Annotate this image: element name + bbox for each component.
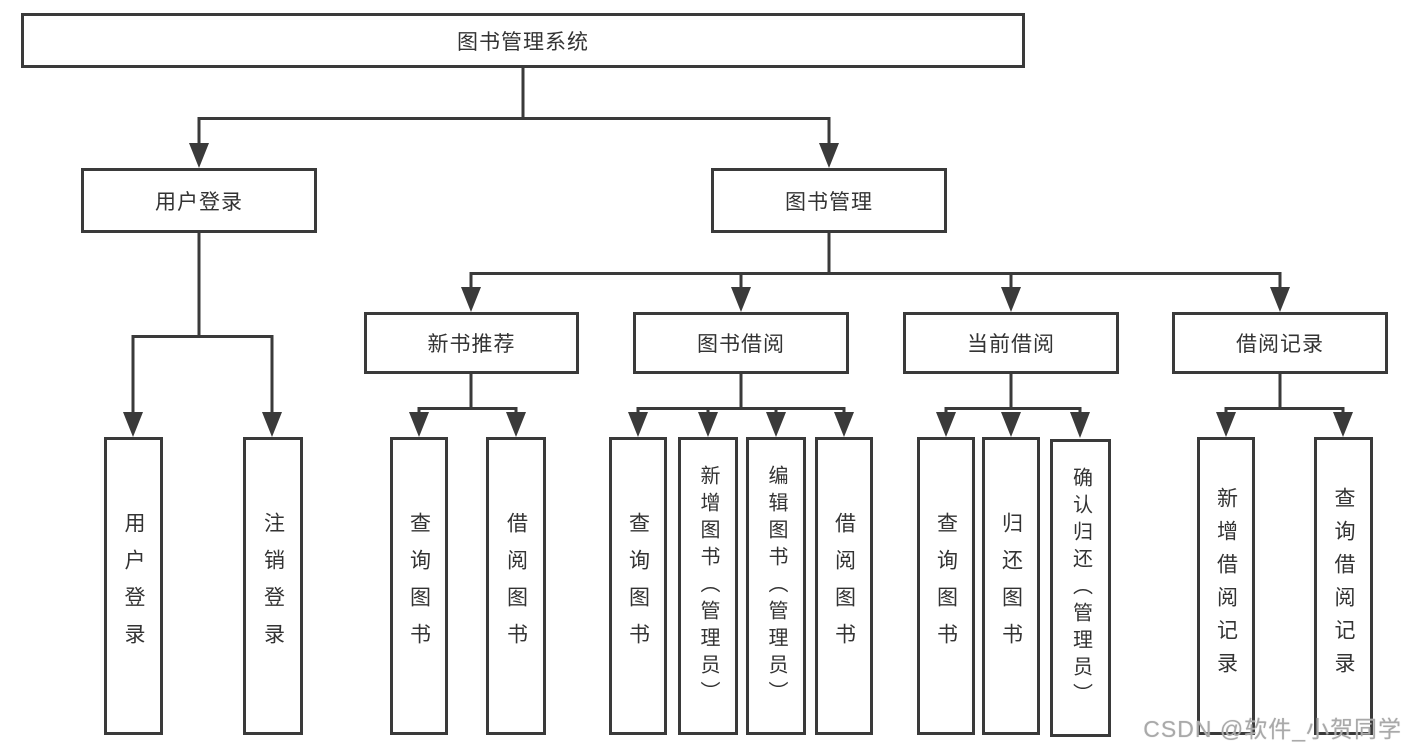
leaf-newbook-query: 查询图书 — [390, 437, 448, 735]
leaf-borrow-add-admin-label: 新增图书（管理员） — [697, 464, 719, 708]
leaf-logout: 注销登录 — [243, 437, 303, 735]
node-new-book-label: 新书推荐 — [427, 333, 516, 356]
leaf-record-add-label: 新增借阅记录 — [1214, 487, 1238, 685]
node-current-borrow: 当前借阅 — [903, 312, 1119, 374]
leaf-record-query: 查询借阅记录 — [1314, 437, 1373, 735]
leaf-borrow-edit-admin-label: 编辑图书（管理员） — [765, 464, 787, 708]
node-user-login-label: 用户登录 — [155, 190, 243, 214]
leaf-return-book-label: 归还图书 — [999, 512, 1023, 660]
leaf-logout-label: 注销登录 — [261, 512, 285, 660]
node-book-borrow-label: 图书借阅 — [697, 333, 785, 356]
leaf-borrow-edit-admin: 编辑图书（管理员） — [746, 437, 806, 735]
node-borrow-record: 借阅记录 — [1172, 312, 1388, 374]
node-book-borrow: 图书借阅 — [633, 312, 849, 374]
leaf-record-add: 新增借阅记录 — [1197, 437, 1255, 735]
leaf-borrow-book: 借阅图书 — [815, 437, 873, 735]
node-root: 图书管理系统 — [21, 13, 1025, 68]
csdn-watermark: CSDN @软件_小贺同学 — [1143, 716, 1402, 742]
leaf-record-query-label: 查询借阅记录 — [1332, 487, 1355, 685]
node-new-book: 新书推荐 — [364, 312, 579, 374]
leaf-borrow-query: 查询图书 — [609, 437, 667, 735]
leaf-newbook-borrow-label: 借阅图书 — [504, 512, 528, 660]
node-current-borrow-label: 当前借阅 — [967, 333, 1055, 356]
leaf-user-login-label: 用户登录 — [122, 512, 145, 660]
leaf-confirm-return-admin-label: 确认归还（管理员） — [1069, 466, 1092, 710]
node-book-mgmt: 图书管理 — [711, 168, 947, 233]
leaf-user-login: 用户登录 — [104, 437, 163, 735]
node-root-label: 图书管理系统 — [457, 30, 589, 54]
leaf-confirm-return-admin: 确认归还（管理员） — [1050, 439, 1111, 737]
leaf-borrow-book-label: 借阅图书 — [832, 512, 856, 660]
leaf-current-query-label: 查询图书 — [934, 512, 958, 660]
leaf-current-query: 查询图书 — [917, 437, 975, 735]
node-user-login: 用户登录 — [81, 168, 317, 233]
node-borrow-record-label: 借阅记录 — [1236, 333, 1324, 356]
leaf-return-book: 归还图书 — [982, 437, 1040, 735]
leaf-newbook-borrow: 借阅图书 — [486, 437, 546, 735]
leaf-borrow-query-label: 查询图书 — [626, 512, 650, 660]
node-book-mgmt-label: 图书管理 — [785, 190, 873, 214]
leaf-borrow-add-admin: 新增图书（管理员） — [678, 437, 738, 735]
leaf-newbook-query-label: 查询图书 — [407, 512, 431, 660]
